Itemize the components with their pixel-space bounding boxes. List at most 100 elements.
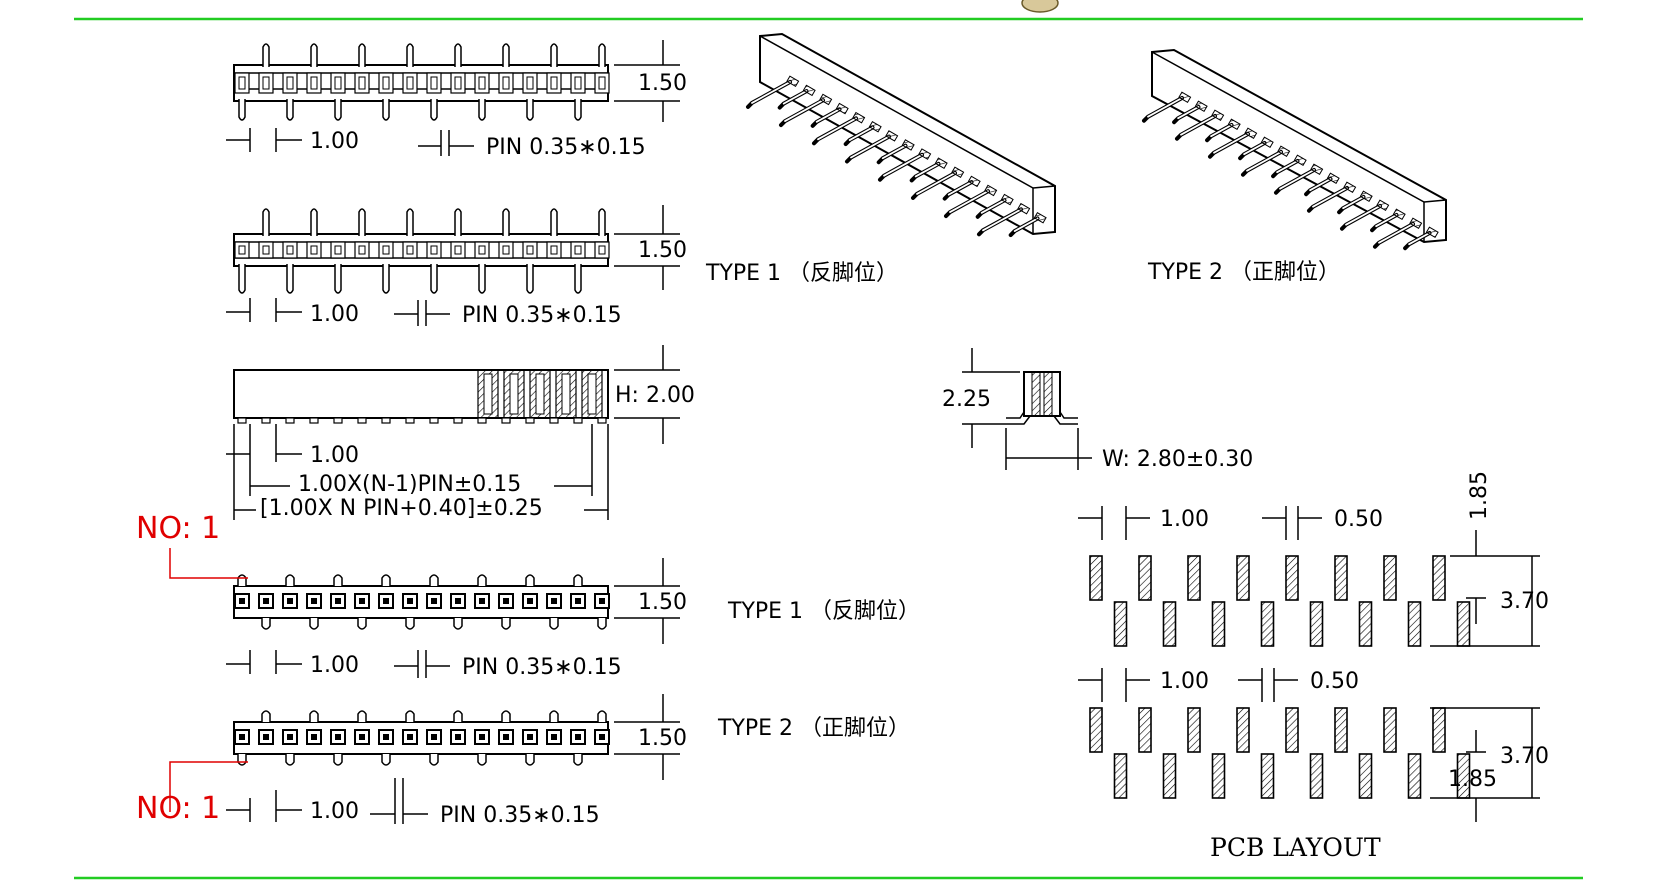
top1-pin-dim: PIN 0.35∗0.15 <box>486 135 646 160</box>
slot-contact <box>382 76 390 90</box>
pin-end <box>429 574 439 586</box>
pcb-pad <box>1285 707 1299 753</box>
iso-pin-highlight <box>881 144 907 160</box>
pin-end <box>477 574 487 586</box>
cut-slot <box>535 373 545 415</box>
pin-up <box>358 43 366 67</box>
top2-pitch-dim: 1.00 <box>310 302 359 327</box>
pin-down <box>478 264 486 294</box>
iso-slot <box>786 75 800 88</box>
pcb-a-pitch-dim: 1.00 <box>1160 507 1209 532</box>
slot-contact <box>502 76 510 90</box>
iso-slot <box>918 148 932 160</box>
pin-down <box>334 99 342 121</box>
pin-down <box>334 264 342 294</box>
pcb-layout-type1 <box>1089 555 1471 647</box>
pin-up <box>406 208 414 236</box>
side-pitch-dim: 1.00 <box>310 443 359 468</box>
pcb-layout: 1.00 0.50 1.85 3.70 1.00 0.50 3.70 1.85 … <box>1078 471 1549 862</box>
slot-contact <box>550 245 558 255</box>
pin-end <box>237 574 247 586</box>
iso-pin-highlight <box>883 153 923 177</box>
slot-contact <box>550 76 558 90</box>
pin-foot <box>405 417 415 424</box>
slot-contact <box>238 76 246 90</box>
iso-slot <box>901 139 915 151</box>
iso-pin-highlight <box>1378 223 1414 244</box>
contact-dot <box>263 598 269 604</box>
slot-contact <box>334 245 342 255</box>
contact-dot <box>239 734 245 740</box>
pin-end <box>573 754 583 766</box>
pin-end <box>333 574 343 586</box>
pin-foot <box>477 417 487 424</box>
pin-up <box>310 208 318 236</box>
slot-contact <box>430 245 438 255</box>
cut-slot <box>483 373 493 415</box>
contact-dot <box>431 598 437 604</box>
iso-pin-highlight <box>1408 232 1431 246</box>
pin-end <box>261 618 271 630</box>
slot-contact <box>310 245 318 255</box>
product-photo-fragment <box>1021 0 1059 13</box>
iso-pin-highlight <box>1342 196 1365 210</box>
pin-foot <box>573 417 583 424</box>
iso-slot <box>1211 109 1225 122</box>
bottom2-pitch-dim: 1.00 <box>310 799 359 824</box>
iso-slot <box>819 93 833 106</box>
pin-down <box>574 99 582 121</box>
slot-contact <box>598 76 606 90</box>
slot-contact <box>598 245 606 255</box>
pin-up <box>550 43 558 67</box>
iso-pin-highlight <box>916 172 956 195</box>
top-view-type2: 1.50 1.00 PIN 0.35∗0.15 <box>226 205 687 328</box>
pcb-pad <box>1383 707 1397 753</box>
iso2-type-label: TYPE 2 （正脚位） <box>1147 260 1340 285</box>
iso-slot <box>1277 145 1291 158</box>
iso1-housing <box>759 32 1056 236</box>
pin-up <box>454 43 462 67</box>
top1-pins <box>234 43 610 121</box>
contact-dot <box>455 734 461 740</box>
slot-contact <box>526 76 534 90</box>
pcb-b-offset-dim: 1.85 <box>1448 767 1497 792</box>
pcb-pad <box>1162 753 1177 799</box>
iso-slot <box>1000 193 1014 206</box>
pin-down <box>286 264 294 294</box>
slot-contact <box>358 76 366 90</box>
slot-contact <box>382 245 390 255</box>
pin-end <box>357 618 367 630</box>
slot-contact <box>478 76 486 90</box>
contact-dot <box>575 734 581 740</box>
slot-contact <box>262 76 270 90</box>
iso-pin-highlight <box>1213 133 1249 154</box>
bottom2-no1-label: NO: 1 <box>136 791 220 826</box>
pin-up <box>598 43 606 67</box>
bottom1-pitch-dim: 1.00 <box>310 653 359 678</box>
pin-up <box>406 43 414 67</box>
pin-end <box>501 618 511 630</box>
iso-pin-highlight <box>1147 97 1183 118</box>
pin-end <box>405 618 415 630</box>
bottom-view-type2: NO: 1 1.50 TYPE 2 （正脚位） 1.00 PIN 0.35∗0.… <box>136 694 910 828</box>
pcb-pad <box>1285 555 1299 601</box>
iso-slot <box>852 111 866 124</box>
contact-dot <box>359 598 365 604</box>
iso-pin-highlight <box>1210 124 1233 138</box>
contact-dot <box>599 598 605 604</box>
pin-up <box>502 208 510 236</box>
iso-slot <box>1227 118 1241 131</box>
slot-contact <box>286 245 294 255</box>
pin-down <box>382 264 390 294</box>
iso1-type-label: TYPE 1 （反脚位） <box>705 261 898 286</box>
slot-contact <box>310 76 318 90</box>
side-view: H: 2.00 1.00 1.00X(N-1)PIN±0.15 [1.00X N… <box>226 345 695 521</box>
pcb-pad <box>1432 707 1446 753</box>
slot-contact <box>286 76 294 90</box>
top2-pin-dim: PIN 0.35∗0.15 <box>462 303 622 328</box>
slot-contact <box>358 245 366 255</box>
pcb-pad <box>1407 601 1422 647</box>
iso-pin-highlight <box>848 126 874 141</box>
iso-slot <box>1326 172 1340 185</box>
pin-end <box>501 710 511 722</box>
